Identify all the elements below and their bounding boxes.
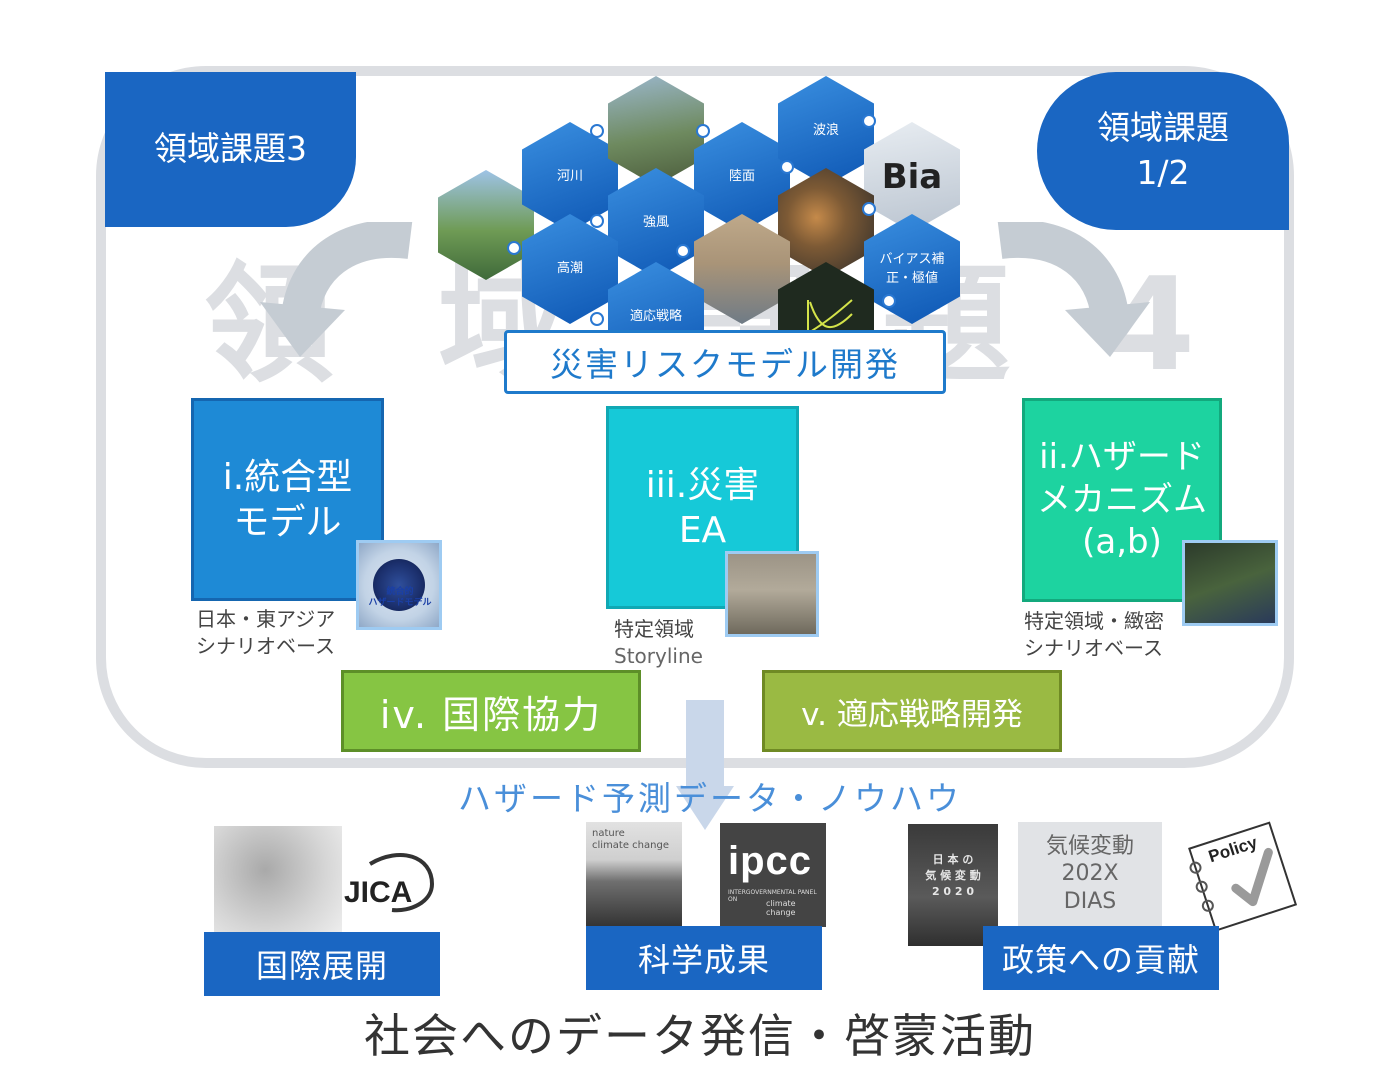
hex-bias-label-1: バイアス補	[879, 251, 945, 267]
report-title: 日 本 の 気 候 変 動 2 0 2 0	[908, 852, 998, 900]
corner-right-label-1: 領域課題	[1097, 108, 1229, 148]
box-disaster-ea-line2: EA	[678, 509, 727, 551]
caption-disaster: 特定領域 Storyline	[614, 616, 703, 670]
hex-dot	[696, 124, 710, 138]
caption-disaster-1: 特定領域	[614, 617, 694, 641]
report-line-3: 2 0 2 0	[931, 884, 975, 898]
thumb-label: 統合的ハザードモデル	[365, 587, 435, 609]
flood-photo-thumbnail	[725, 551, 819, 637]
box-integrated-model: i.統合型 モデル	[191, 398, 384, 601]
hex-dot	[590, 214, 604, 228]
curved-arrow-left-icon	[260, 222, 413, 357]
nature-line-1: nature	[592, 828, 625, 839]
japan-climate-report-cover: 日 本 の 気 候 変 動 2 0 2 0	[908, 824, 998, 946]
scientific-results-box: 科学成果	[586, 926, 822, 990]
notebook-icon	[1188, 821, 1298, 932]
ipcc-sub-2: climate change	[766, 899, 796, 917]
dias-placeholder: 気候変動 202X DIAS	[1018, 822, 1162, 926]
down-arrow-icon	[676, 700, 734, 830]
box-hazard-line2: メカニズム	[1037, 479, 1207, 520]
policy-notebook-icon: Policy	[1178, 816, 1304, 934]
caption-integrated: 日本・東アジア シナリオベース	[196, 606, 335, 660]
dias-line-2: 202X	[1061, 861, 1119, 887]
hex-waves-label: 波浪	[812, 123, 839, 139]
hex-wind-label: 強風	[642, 215, 669, 231]
corner-tab-left: 領域課題3	[105, 72, 356, 227]
caption-disaster-2: Storyline	[614, 644, 703, 668]
hex-dot	[676, 244, 690, 258]
thumb-label-2: ハザードモデル	[368, 597, 432, 608]
hex-bias-label: バイアス補正・極値	[879, 250, 944, 289]
caption-hazard: 特定領域・緻密 シナリオベース	[1024, 608, 1164, 662]
risk-model-title: 災害リスクモデル開発	[504, 330, 946, 394]
hex-dot	[507, 241, 521, 255]
report-line-1: 日 本 の	[932, 853, 974, 866]
hex-dot	[590, 312, 604, 326]
box-integrated-model-line2: モデル	[233, 501, 342, 543]
caption-hazard-1: 特定領域・緻密	[1024, 609, 1164, 633]
caption-integrated-2: シナリオベース	[196, 634, 335, 658]
satellite-map-thumbnail	[1182, 540, 1278, 626]
ipcc-sub-1: INTERGOVERNMENTAL PANEL ON	[728, 889, 817, 903]
jica-swoosh-icon	[368, 853, 435, 913]
dias-line-3: DIAS	[1063, 888, 1117, 914]
policy-contribution-box: 政策への貢献	[983, 926, 1219, 990]
hex-adapt-label: 適応戦略	[629, 309, 682, 325]
box-disaster-ea: iii.災害 EA	[606, 406, 799, 609]
hex-land-label: 陸面	[728, 169, 755, 185]
box-disaster-ea-line1: iii.災害	[645, 464, 760, 506]
caption-hazard-2: シナリオベース	[1024, 636, 1163, 660]
adaptation-strategy-box: v. 適応戦略開発	[762, 670, 1062, 752]
jica-text: JICA	[344, 876, 413, 909]
hex-dot	[590, 124, 604, 138]
international-deployment-box: 国際展開	[204, 932, 440, 996]
hex-bias-label-2: 正・極値	[885, 271, 938, 286]
report-line-2: 気 候 変 動	[925, 868, 981, 882]
nature-line-2: climate change	[592, 840, 669, 851]
hex-dot	[862, 202, 876, 216]
curved-arrow-right-icon	[997, 222, 1150, 357]
corner-right-label-2: 1/2	[1136, 153, 1190, 192]
box-hazard-line1: ii.ハザード	[1039, 437, 1205, 478]
hex-surge-label: 高潮	[556, 261, 583, 277]
thumb-label-1: 統合的	[386, 587, 414, 597]
dias-line-1: 気候変動	[1045, 833, 1134, 859]
corner-tab-right: 領域課題 1/2	[1037, 72, 1289, 230]
ipcc-logo: ipcc	[728, 839, 813, 883]
international-cooperation-box: iv. 国際協力	[341, 670, 641, 752]
globe-icon	[373, 559, 425, 611]
hex-dot	[882, 294, 896, 308]
bottom-title: 社会へのデータ発信・啓蒙活動	[364, 1009, 1036, 1063]
integrated-model-thumbnail: 統合的ハザードモデル	[356, 540, 442, 630]
hex-dot	[862, 114, 876, 128]
box-integrated-model-line1: i.統合型	[222, 456, 353, 498]
caption-integrated-1: 日本・東アジア	[196, 607, 336, 631]
ipcc-cover: ipcc INTERGOVERNMENTAL PANEL ON climate …	[720, 823, 826, 927]
hex-dot	[780, 160, 794, 174]
jica-logo: JICA	[340, 846, 440, 916]
hex-bias-sign-label: Bia	[881, 156, 943, 197]
box-hazard-line3: (a,b)	[1082, 522, 1162, 563]
asia-map-image	[214, 826, 342, 936]
corner-left-label: 領域課題3	[154, 129, 307, 169]
hazard-data-label: ハザード予測データ・ノウハウ	[458, 779, 962, 818]
hex-river-label: 河川	[556, 169, 583, 185]
